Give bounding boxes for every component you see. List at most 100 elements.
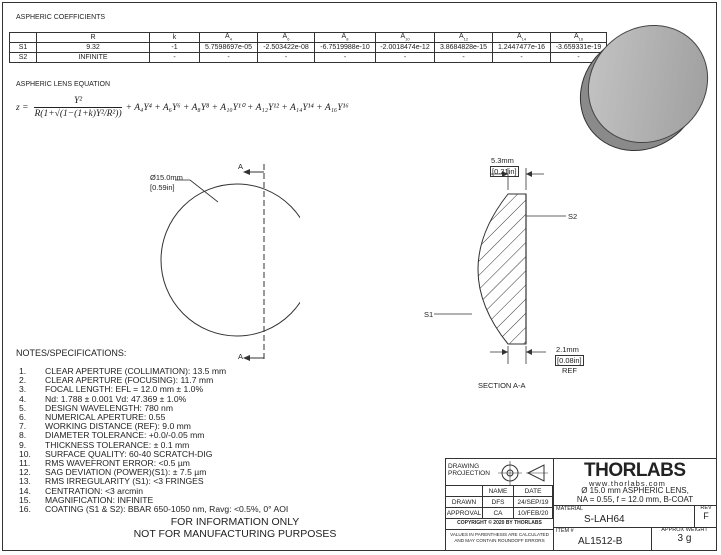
equation-tail: + A₄Y⁴ + A₆Y⁶ + A₈Y⁸ + A₁₀Y¹⁰ + A₁₂Y¹² +… xyxy=(125,103,349,113)
s1-label: S1 xyxy=(424,310,434,319)
coefficients-header-row: R k A4 A6 A8 A10 A12 A14 A16 xyxy=(9,32,607,43)
note-text: WORKING DISTANCE (REF): 9.0 mm xyxy=(45,421,191,432)
item-label: ITEM # xyxy=(556,528,574,534)
coef-header: A8 xyxy=(314,32,376,43)
note-text: THICKNESS TOLERANCE: ± 0.1 mm xyxy=(45,439,190,450)
divider xyxy=(446,529,553,531)
note-item: 16.COATING (S1 & S2): BBAR 650-1050 nm, … xyxy=(19,504,309,515)
note-number: 3. xyxy=(19,384,27,395)
projection-symbol-icon xyxy=(498,461,548,485)
note-item: 14. CENTRATION: <3 arcmin xyxy=(19,485,309,496)
diameter-mm-label: Ø15.0mm xyxy=(150,173,183,182)
divider xyxy=(554,505,716,506)
note-number: 13. xyxy=(19,476,31,487)
note-text: DIAMETER TOLERANCE: +0.0/-0.05 mm xyxy=(45,430,205,441)
note-text: CENTRATION: <3 arcmin xyxy=(45,485,143,496)
note-item: 3. FOCAL LENGTH: EFL = 12.0 mm ± 1.0% xyxy=(19,385,309,394)
equation-lhs: z = xyxy=(16,102,29,113)
front-view-drawing xyxy=(160,164,300,361)
coef-cell: 3.8684828e-15 xyxy=(434,42,493,53)
edge-ref-label: REF xyxy=(562,366,577,375)
aspheric-equation: z = Y² R(1+√(1−(1+k)Y²/R²)) + A₄Y⁴ + A₆Y… xyxy=(16,96,349,119)
note-text: MAGNIFICATION: INFINITE xyxy=(45,494,154,505)
drawn-label: DRAWN xyxy=(446,496,483,508)
equation-title: ASPHERIC LENS EQUATION xyxy=(16,81,111,88)
note-text: DESIGN WAVELENGTH: 780 nm xyxy=(45,402,173,413)
note-number: 16. xyxy=(19,504,31,515)
coef-cell: - xyxy=(199,52,258,63)
note-item: 5.DESIGN WAVELENGTH: 780 nm xyxy=(19,402,309,413)
note-number: 15. xyxy=(19,494,31,505)
material-label: MATERIAL xyxy=(556,506,584,512)
note-text: Nd: 1.788 ± 0.001 Vd: 47.369 ± 1.0% xyxy=(45,393,187,404)
note-item: 8. DIAMETER TOLERANCE: +0.0/-0.05 mm xyxy=(19,431,309,440)
item-value: AL1512-B xyxy=(578,536,623,547)
coefficients-row-s2: S2 INFINITE - - - - - - - - xyxy=(9,52,607,63)
coef-cell: -2.503422e-08 xyxy=(257,42,315,53)
approval-label: APPROVAL xyxy=(446,507,483,519)
coef-cell: 1.2447477e-16 xyxy=(492,42,551,53)
note-item: 2. CLEAR APERTURE (FOCUSING): 11.7 mm xyxy=(19,375,309,386)
coef-cell: -2.0018474e-12 xyxy=(375,42,435,53)
disclaimer-line2: NOT FOR MANUFACTURING PURPOSES xyxy=(133,528,337,540)
coef-header: A10 xyxy=(375,32,435,43)
title-block-right: THORLABS www.thorlabs.com Ø 15.0 mm ASPH… xyxy=(554,459,716,550)
description-line2: NA = 0.55, f = 12.0 mm, B-COAT xyxy=(576,494,694,504)
coef-header xyxy=(9,32,37,43)
edge-thickness-mm-label: 2.1mm xyxy=(556,345,579,354)
coef-header: A14 xyxy=(492,32,551,43)
date-header: DATE xyxy=(513,485,553,497)
note-number: 14. xyxy=(19,485,31,496)
coef-cell: - xyxy=(375,52,435,63)
title-block-left: DRAWING PROJECTION NAME DATE DRAWN DFS 2… xyxy=(446,459,554,550)
note-item: 12. SAG DEVIATION (POWER)(S1): ± 7.5 µm xyxy=(19,468,309,477)
note-item: 9.THICKNESS TOLERANCE: ± 0.1 mm xyxy=(19,439,309,450)
name-header: NAME xyxy=(482,485,514,497)
note-item: 4.Nd: 1.788 ± 0.001 Vd: 47.369 ± 1.0% xyxy=(19,393,309,404)
coef-cell: - xyxy=(492,52,551,63)
note-item: 7. WORKING DISTANCE (REF): 9.0 mm xyxy=(19,422,309,431)
weight-label: APPROX WEIGHT xyxy=(661,527,708,533)
approval-name: CA xyxy=(482,507,514,519)
note-item: 1.CLEAR APERTURE (COLLIMATION): 13.5 mm xyxy=(19,366,309,376)
coef-header: R xyxy=(36,32,150,43)
note-text: CLEAR APERTURE (FOCUSING): 11.7 mm xyxy=(45,375,214,386)
coef-cell: -6.7519988e-10 xyxy=(314,42,376,53)
coef-header: A4 xyxy=(199,32,258,43)
equation-denominator: R(1+√(1−(1+k)Y²/R²)) xyxy=(34,107,122,119)
note-text: SAG DEVIATION (POWER)(S1): ± 7.5 µm xyxy=(45,467,207,478)
rev-label: REV xyxy=(700,505,712,511)
thickness-in-label: [0.21in] xyxy=(490,166,519,177)
note-item: 10.SURFACE QUALITY: 60-40 SCRATCH-DIG xyxy=(19,448,309,459)
thickness-mm-label: 5.3mm xyxy=(491,156,514,165)
note-number: 6. xyxy=(19,412,27,423)
coef-cell: - xyxy=(149,52,200,63)
coef-cell: S1 xyxy=(9,42,37,53)
note-text: RMS WAVEFRONT ERROR: <0.5 µm xyxy=(45,458,190,469)
part-description: Ø 15.0 mm ASPHERIC LENS, NA = 0.55, f = … xyxy=(554,486,716,504)
note-number: 11. xyxy=(19,458,31,469)
material-value: S-LAH64 xyxy=(584,514,625,525)
coef-cell: - xyxy=(257,52,315,63)
note-text: RMS IRREGULARITY (S1): <3 FRINGES xyxy=(45,476,204,487)
note-item: 11. RMS WAVEFRONT ERROR: <0.5 µm xyxy=(19,458,309,469)
note-number: 8. xyxy=(19,430,27,441)
description-line1: Ø 15.0 mm ASPHERIC LENS, xyxy=(581,486,689,495)
disclaimer: FOR INFORMATION ONLY NOT FOR MANUFACTURI… xyxy=(120,516,350,540)
approval-blank xyxy=(446,485,483,497)
coef-cell: - xyxy=(434,52,493,63)
note-text: NUMERICAL APERTURE: 0.55 xyxy=(45,412,166,423)
note-text: FOCAL LENGTH: EFL = 12.0 mm ± 1.0% xyxy=(45,384,204,395)
coef-cell: 5.7598697e-05 xyxy=(199,42,258,53)
note-number: 10. xyxy=(19,448,31,459)
note-number: 7. xyxy=(19,421,27,432)
edge-thickness-in-label: [0.08in] xyxy=(555,355,584,366)
rev-box: REV F xyxy=(694,505,717,527)
note-item: 13. RMS IRREGULARITY (S1): <3 FRINGES xyxy=(19,477,309,486)
note-number: 12. xyxy=(19,467,31,478)
note-text: CLEAR APERTURE (COLLIMATION): 13.5 mm xyxy=(45,366,227,376)
note-number: 2. xyxy=(19,375,27,386)
approval-table: NAME DATE DRAWN DFS 24/SEP/19 APPROVAL C… xyxy=(446,485,553,519)
